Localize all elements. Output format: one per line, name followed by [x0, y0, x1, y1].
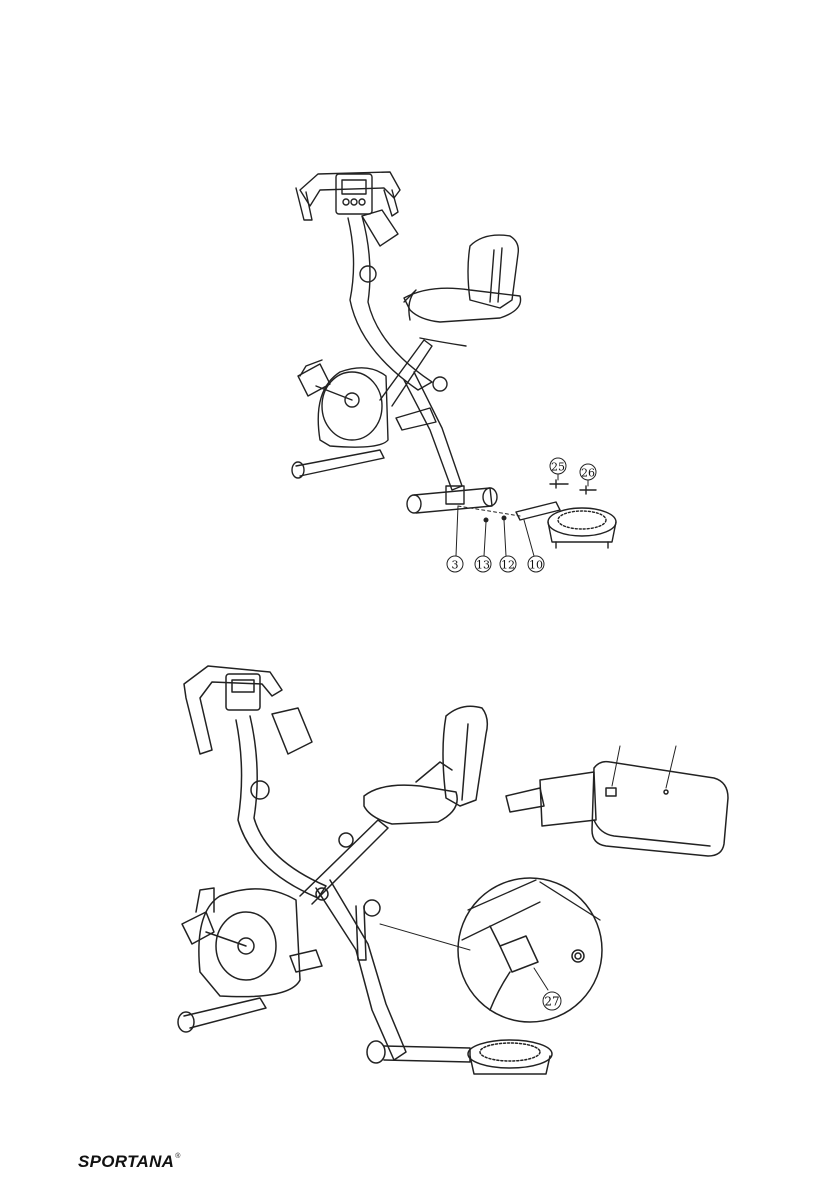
rear-stabilizer — [367, 1041, 385, 1063]
pedal-strap — [196, 888, 214, 912]
svg-text:25: 25 — [551, 461, 565, 474]
washer-13 — [484, 518, 488, 522]
pedal-left — [182, 912, 214, 944]
step-bar — [384, 1046, 470, 1062]
console — [336, 174, 372, 214]
tablet-holder — [272, 708, 312, 754]
svg-text:12: 12 — [501, 559, 515, 572]
foot-step-plate — [516, 502, 616, 548]
seat-post-frame — [380, 340, 432, 406]
front-post — [236, 716, 326, 898]
crank-arm — [206, 932, 246, 946]
backrest — [468, 235, 518, 308]
svg-text:26: 26 — [581, 467, 595, 480]
rear-leg — [404, 372, 462, 490]
pedal-right — [396, 408, 436, 430]
svg-text:3: 3 — [452, 559, 459, 572]
folding-knob — [364, 900, 380, 916]
figure-step-assembly: 25 26 3 13 12 10 — [0, 150, 840, 580]
seat — [404, 288, 521, 322]
screw-25 — [550, 480, 568, 488]
tension-knob — [360, 266, 376, 282]
callout-27: 27 — [543, 992, 561, 1010]
svg-text:27: 27 — [544, 995, 559, 1009]
callout-25: 25 — [550, 458, 566, 474]
washer-12 — [502, 516, 506, 520]
front-stabilizer — [296, 450, 384, 476]
adapter-port — [606, 788, 616, 796]
callout-13: 13 — [475, 556, 491, 572]
figure-adapter-connection: 27 — [0, 650, 840, 1110]
rear-leg — [316, 880, 406, 1060]
registered-mark: ® — [175, 1153, 180, 1160]
callout-26: 26 — [580, 464, 596, 480]
front-stabilizer — [184, 998, 266, 1028]
brand-name: SPORTANA — [78, 1152, 174, 1171]
adapter-led — [664, 790, 668, 794]
power-adapter — [506, 746, 728, 856]
folding-knob — [433, 377, 447, 391]
brand-logo: SPORTANA® — [78, 1152, 181, 1172]
dc-plug — [500, 936, 538, 972]
connector-detail-zoom — [458, 878, 602, 1022]
svg-text:10: 10 — [529, 559, 543, 572]
callout-12: 12 — [500, 556, 516, 572]
callout-3: 3 — [447, 556, 463, 572]
foot-step-plate — [468, 1040, 552, 1074]
svg-text:13: 13 — [476, 559, 490, 572]
screw-26 — [580, 486, 596, 494]
seat — [364, 785, 457, 824]
callout-10: 10 — [528, 556, 544, 572]
tension-knob — [251, 781, 269, 799]
seat-handle — [416, 762, 452, 782]
pedal-right — [290, 950, 322, 972]
